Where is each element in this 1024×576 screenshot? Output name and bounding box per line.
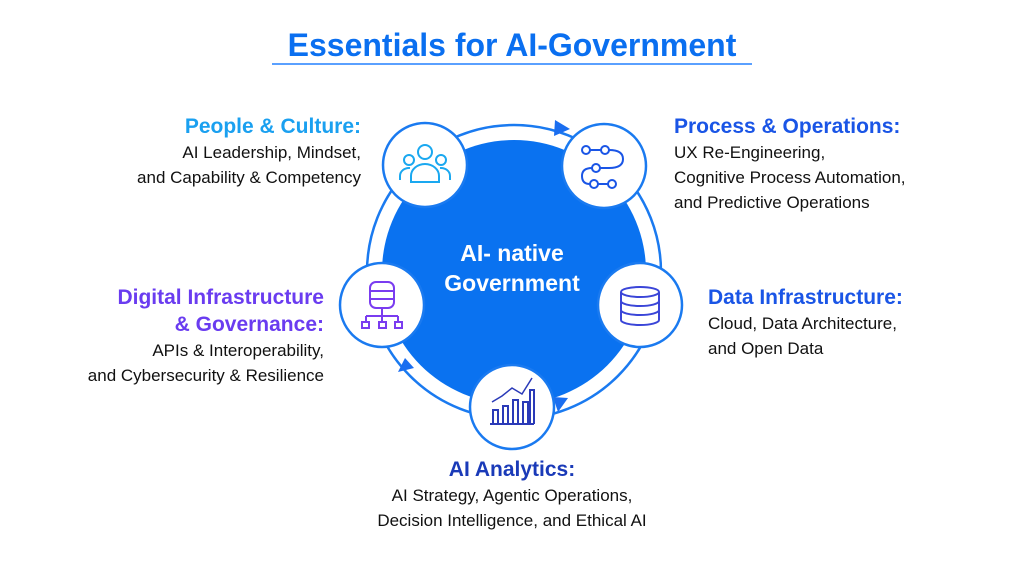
process-heading: Process & Operations:	[674, 115, 901, 138]
digital-infrastructure-block: Digital Infrastructure & Governance: API…	[88, 284, 324, 388]
process-line: and Predictive Operations	[674, 193, 870, 212]
process-flow-icon	[580, 145, 625, 189]
people-culture-block: People & Culture: AI Leadership, Mindset…	[137, 113, 361, 190]
analytics-heading: AI Analytics:	[448, 458, 576, 481]
cycle-arrows	[398, 120, 570, 412]
server-network-icon	[361, 281, 403, 329]
process-node	[560, 122, 648, 210]
data-infrastructure-block: Data Infrastructure: Cloud, Data Archite…	[708, 284, 903, 361]
people-group-icon	[398, 144, 452, 183]
process-line: UX Re-Engineering,	[674, 143, 826, 162]
arrow-icon	[554, 120, 570, 136]
analytics-line: Decision Intelligence, and Ethical AI	[377, 511, 647, 530]
digital-line: and Cybersecurity & Resilience	[87, 366, 324, 385]
ai-analytics-block: AI Analytics: AI Strategy, Agentic Opera…	[312, 456, 712, 533]
arrow-icon	[553, 397, 568, 412]
page-title: Essentials for AI-Government	[287, 27, 737, 63]
data-line: Cloud, Data Architecture,	[708, 314, 897, 333]
digital-line: APIs & Interoperability,	[152, 341, 324, 360]
database-icon	[620, 286, 660, 326]
bar-chart-icon	[490, 377, 535, 425]
people-line: AI Leadership, Mindset,	[182, 143, 361, 162]
analytics-line: AI Strategy, Agentic Operations,	[391, 486, 633, 505]
center-circle	[382, 140, 646, 404]
title-underline	[272, 63, 752, 65]
center-label: AI- native Government	[412, 238, 612, 298]
arrow-icon	[398, 358, 414, 372]
process-line: Cognitive Process Automation,	[674, 168, 906, 187]
digital-heading: Digital Infrastructure	[117, 286, 324, 309]
center-label-line: Government	[444, 270, 580, 296]
data-line: and Open Data	[708, 339, 824, 358]
process-operations-block: Process & Operations: UX Re-Engineering,…	[674, 113, 906, 215]
people-line: and Capability & Competency	[137, 168, 361, 187]
center-label-line: AI- native	[460, 240, 564, 266]
data-heading: Data Infrastructure:	[708, 286, 903, 309]
digital-heading: & Governance:	[174, 313, 324, 336]
people-heading: People & Culture:	[184, 115, 361, 138]
